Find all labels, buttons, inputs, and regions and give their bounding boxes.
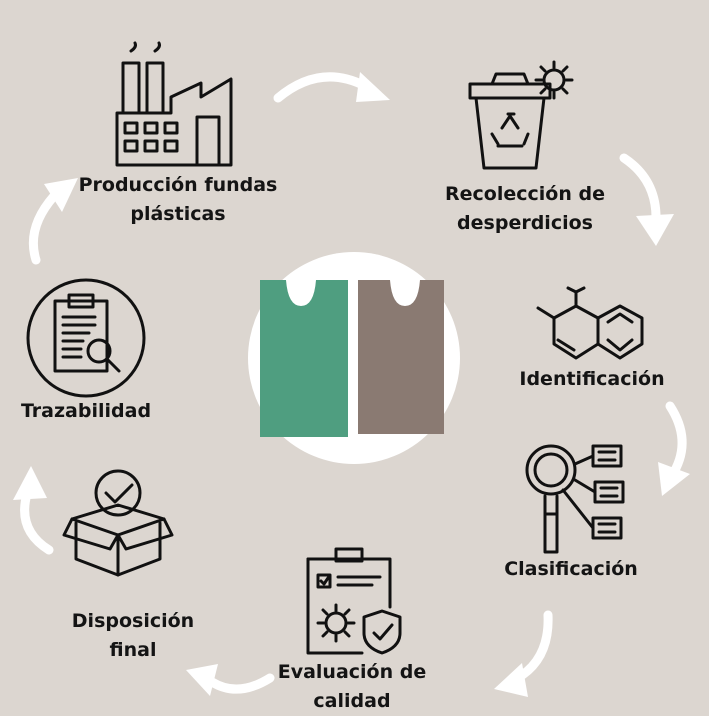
molecule-icon (536, 286, 644, 360)
step-label-identificacion: Identificación (519, 368, 665, 390)
box-check-icon (62, 469, 174, 577)
arrow-7-to-1 (28, 178, 78, 265)
step-label-clasificacion: Clasificación (504, 558, 638, 580)
arrow-6-to-7 (13, 466, 54, 555)
arrow-3-to-4 (658, 401, 690, 496)
clipboard-gear-shield-icon (306, 547, 402, 655)
plastic-bags-icon (248, 252, 460, 464)
recycle-bin-gear-icon (468, 60, 574, 170)
magnifier-list-icon (525, 444, 625, 554)
arrow-1-to-2 (273, 72, 390, 103)
step-label-trazabilidad: Trazabilidad (20, 400, 152, 422)
arrow-5-to-6 (186, 664, 275, 696)
factory-icon (115, 41, 233, 167)
clipboard-search-icon (26, 278, 146, 398)
arrow-4-to-5 (494, 610, 553, 697)
arrow-2-to-3 (619, 153, 674, 246)
